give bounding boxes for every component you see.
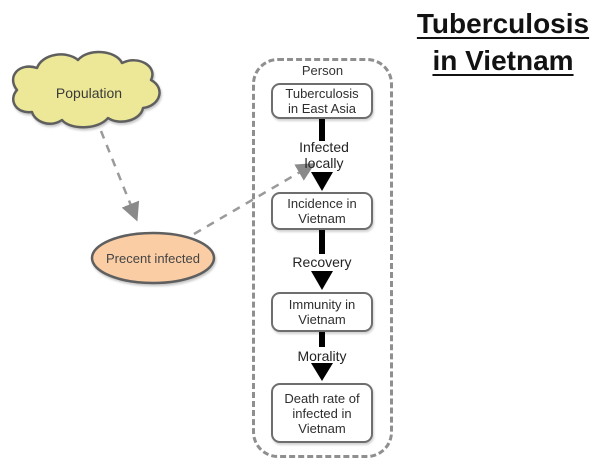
box-incidence-vietnam[interactable]: Incidence in Vietnam [271,192,373,230]
person-frame-label: Person [301,63,344,78]
box-tuberculosis-east-asia[interactable]: Tuberculosis in East Asia [271,83,373,119]
flow-arrow-morality[interactable] [311,330,333,381]
flow-arrow-infected-locally[interactable] [311,119,333,191]
title-line-1: Tuberculosis [416,8,590,39]
flow-arrowhead-down-icon [311,271,333,290]
population-cloud-node[interactable] [11,50,161,129]
percent-infected-label: Precent infected [106,251,200,266]
link-percent-infected-to-infection-flow[interactable] [193,163,316,236]
dashed-link-line[interactable] [99,130,140,222]
box-label: Death rate of infected in Vietnam [284,390,360,436]
percent-infected-ellipse-node[interactable] [90,231,216,285]
flow-arrowhead-down-icon [311,363,333,381]
box-label: Tuberculosis in East Asia [285,86,359,116]
flow-label-recovery: Recovery [292,254,352,270]
box-death-rate-vietnam[interactable]: Death rate of infected in Vietnam [271,383,373,443]
flow-arrow-recovery[interactable] [311,229,333,290]
flow-arrowhead-down-icon [311,172,333,191]
box-immunity-vietnam[interactable]: Immunity in Vietnam [271,292,373,332]
flow-label-morality: Morality [297,348,347,364]
link-population-to-percent-infected[interactable] [99,130,140,222]
dashed-link-line[interactable] [193,163,316,236]
box-label: Immunity in Vietnam [288,297,356,327]
flow-label-infected-locally: Infected locally [299,139,349,171]
box-label: Incidence in Vietnam [287,196,357,226]
title-line-2: in Vietnam [432,45,574,76]
person-frame[interactable] [252,58,393,458]
population-cloud-label: Population [55,85,123,101]
diagram-title[interactable]: Tuberculosis in Vietnam [396,5,610,79]
